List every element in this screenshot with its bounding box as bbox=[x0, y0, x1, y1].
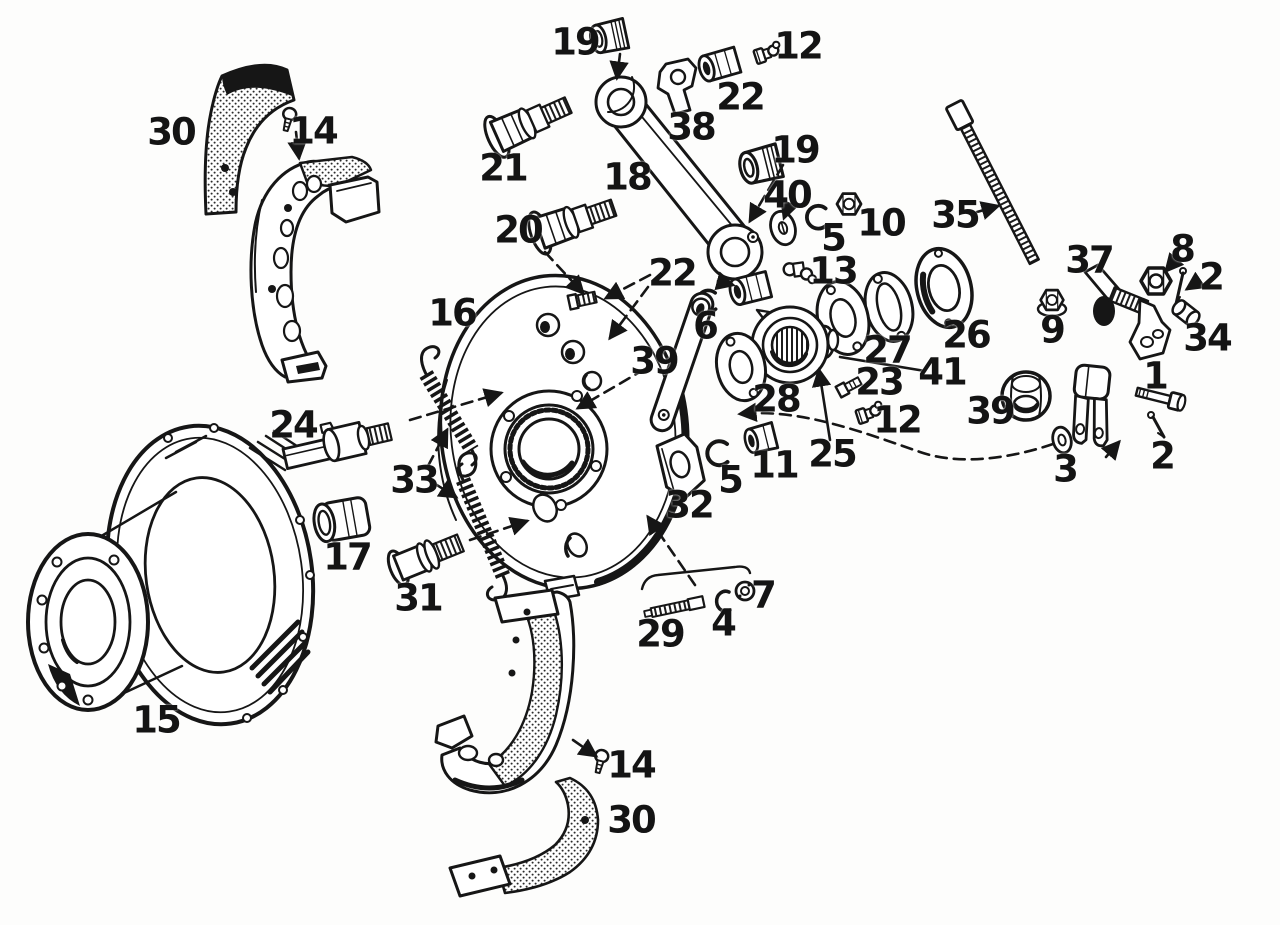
part-grease-fitting-12a bbox=[751, 39, 785, 66]
part-cotter-pin-2b bbox=[1147, 411, 1166, 439]
part-cotter-pin-2a bbox=[1174, 267, 1187, 306]
leader-lines-solid bbox=[811, 201, 1207, 461]
part-bracket-38 bbox=[656, 57, 698, 116]
part-rod-29 bbox=[643, 595, 706, 619]
part-clevis-fork bbox=[1072, 363, 1112, 448]
part-bushing-19a bbox=[586, 17, 631, 57]
part-pivot-bolt-21 bbox=[478, 83, 579, 163]
part-brake-shoe-lower bbox=[434, 588, 576, 795]
part-anchor-plate-32 bbox=[655, 432, 706, 500]
part-grease-fitting-12b bbox=[853, 399, 887, 426]
part-retainer-ring-26 bbox=[914, 246, 974, 330]
part-clip-5b bbox=[705, 439, 730, 468]
part-clip-5a bbox=[805, 203, 828, 231]
part-screw-14a bbox=[278, 105, 299, 134]
part-plug-34 bbox=[1171, 299, 1201, 327]
part-sleeve-17 bbox=[312, 496, 372, 544]
part-bushing-22a bbox=[694, 45, 743, 85]
part-nut-10 bbox=[835, 192, 863, 216]
part-lever-39 bbox=[649, 291, 715, 433]
part-bolt-1 bbox=[1134, 386, 1187, 412]
part-arm-18 bbox=[594, 75, 764, 281]
part-lining-lower-30 bbox=[448, 776, 600, 898]
bracket-brace bbox=[640, 565, 752, 591]
part-bushing-19b bbox=[735, 142, 785, 188]
part-nut-9 bbox=[1036, 288, 1068, 318]
part-gasket-28 bbox=[714, 331, 768, 403]
part-washer-4 bbox=[714, 589, 732, 614]
part-nut-11 bbox=[743, 421, 780, 454]
part-brake-shoe-upper bbox=[249, 155, 381, 384]
part-pivot-bolt-20 bbox=[522, 185, 623, 259]
part-adjusting-rod-35 bbox=[945, 99, 1040, 266]
part-nut-7 bbox=[734, 580, 756, 602]
leader-lines-dashed bbox=[287, 52, 1055, 758]
part-adjuster-24 bbox=[281, 420, 393, 471]
part-screw-23 bbox=[834, 376, 863, 399]
part-washer-40 bbox=[769, 209, 797, 247]
part-screw-14b bbox=[590, 747, 611, 776]
part-gasket-27b bbox=[863, 271, 915, 343]
part-lever-bracket-37 bbox=[1083, 263, 1172, 361]
part-washer-3 bbox=[1051, 425, 1073, 455]
part-cable-nut-39b bbox=[1000, 370, 1052, 422]
part-brake-drum-15 bbox=[26, 423, 316, 727]
part-grease-fitting-13 bbox=[782, 261, 818, 285]
part-bolt-31 bbox=[386, 533, 465, 587]
part-lining-upper-30 bbox=[203, 63, 296, 216]
